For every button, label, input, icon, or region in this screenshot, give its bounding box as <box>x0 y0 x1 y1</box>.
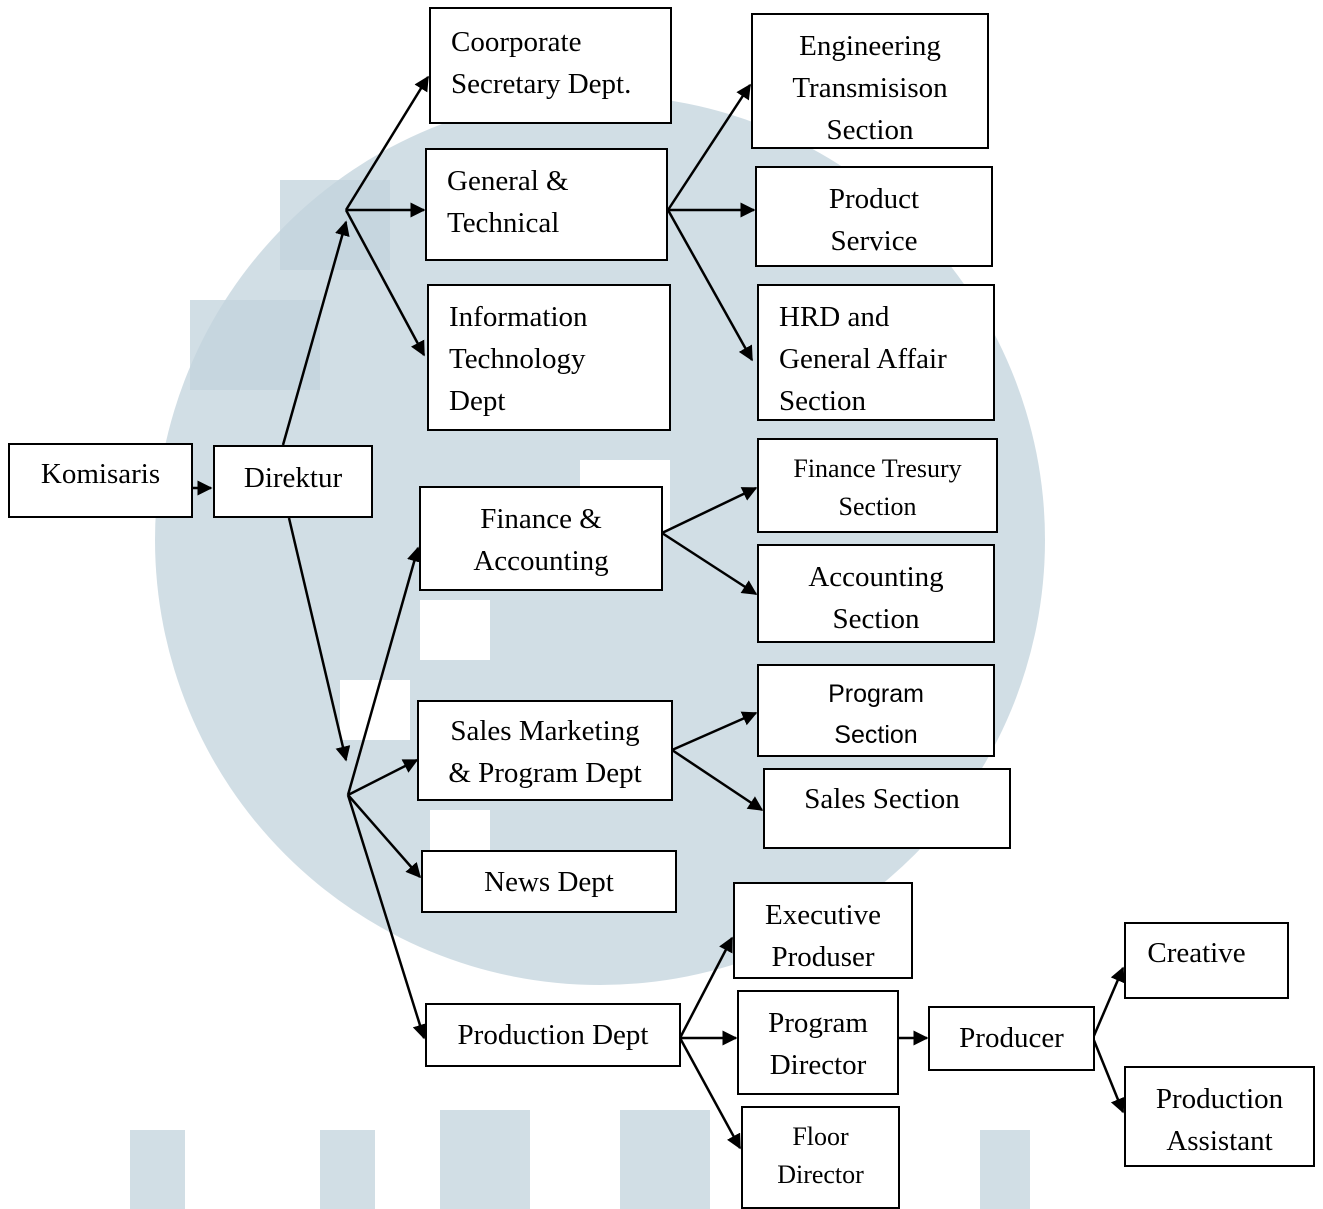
node-floor-director: Floor Director <box>741 1106 900 1209</box>
edge-upper-corporate <box>344 75 430 211</box>
edge-production-floor <box>678 1037 742 1150</box>
node-production-assistant: Production Assistant <box>1124 1066 1315 1167</box>
node-sales-section: Sales Section <box>763 768 1011 849</box>
edge-upper-it <box>344 209 426 357</box>
node-creative: Creative <box>1124 922 1289 999</box>
node-general-technical: General & Technical <box>425 148 668 261</box>
edge-lower-production <box>346 794 428 1040</box>
edge-direktur-upper <box>281 220 350 446</box>
node-komisaris: Komisaris <box>8 443 193 518</box>
edge-finance-tresury <box>661 486 758 535</box>
edge-sales-program-section <box>671 711 758 752</box>
node-production-dept: Production Dept <box>425 1003 681 1067</box>
node-program-director: Program Director <box>737 990 899 1095</box>
node-accounting-section: Accounting Section <box>757 544 995 643</box>
edge-finance-accounting <box>661 531 758 596</box>
edge-sales-sales-section <box>671 748 764 812</box>
node-hrd-general-affair: HRD and General Affair Section <box>757 284 995 421</box>
node-executive-produser: Executive Produser <box>733 882 913 979</box>
edge-producer-creative <box>1091 966 1125 1039</box>
node-information-technology: Information Technology Dept <box>427 284 671 431</box>
edge-lower-sales-marketing <box>347 758 419 797</box>
node-engineering-transmission: Engineering Transmisison Section <box>751 13 989 149</box>
edge-general-engineering <box>666 83 752 211</box>
node-news-dept: News Dept <box>421 850 677 913</box>
node-finance-accounting: Finance & Accounting <box>419 486 663 591</box>
node-corporate-secretary: Coorporate Secretary Dept. <box>429 7 672 124</box>
edge-general-hrd <box>666 209 754 362</box>
edge-lower-news <box>347 794 421 879</box>
edge-direktur-lower <box>287 517 351 762</box>
node-producer: Producer <box>928 1006 1095 1071</box>
node-direktur: Direktur <box>213 445 373 518</box>
edge-producer-assistant <box>1091 1037 1125 1114</box>
node-sales-marketing-program: Sales Marketing & Program Dept <box>417 700 673 801</box>
edge-lower-finance <box>346 546 422 796</box>
node-finance-tresury-section: Finance Tresury Section <box>757 438 998 533</box>
edge-production-exec <box>678 936 734 1039</box>
node-product-service: Product Service <box>755 166 993 267</box>
node-program-section: Program Section <box>757 664 995 757</box>
